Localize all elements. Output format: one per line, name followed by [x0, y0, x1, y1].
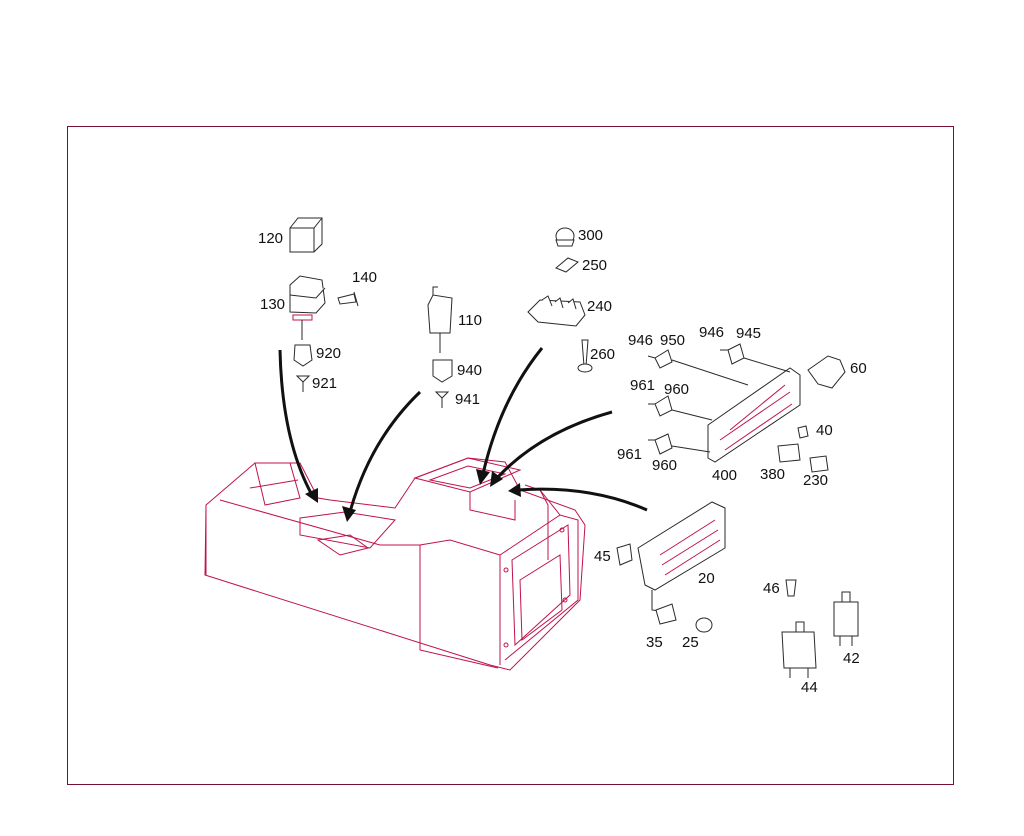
connector-960-lower-icon	[654, 433, 673, 455]
part-label-920: 920	[316, 345, 342, 362]
part-label-940: 940	[457, 362, 483, 379]
assembly-arrows	[278, 347, 648, 522]
relay-120-icon	[289, 217, 323, 253]
part-label-250: 250	[582, 257, 608, 274]
connector-920-icon	[293, 344, 313, 367]
part-label-921: 921	[312, 375, 338, 392]
connector-940-icon	[432, 359, 453, 383]
part-label-300: 300	[578, 227, 604, 244]
circuit-breaker-44-icon	[781, 621, 817, 678]
part-label-945: 945	[736, 325, 762, 342]
fuse-box-400-icon	[707, 367, 801, 463]
part-label-130: 130	[260, 296, 286, 313]
part-label-960-a: 960	[664, 381, 690, 398]
fuse-40-icon	[797, 425, 809, 439]
part-label-960-b: 960	[652, 457, 678, 474]
pin-941-icon	[434, 391, 450, 408]
fuse-230-icon	[809, 455, 829, 473]
part-label-140: 140	[352, 269, 378, 286]
part-label-42: 42	[843, 650, 860, 667]
connector-950-icon	[654, 349, 673, 369]
part-label-25: 25	[682, 634, 699, 651]
part-label-260: 260	[590, 346, 616, 363]
part-label-946-a: 946	[628, 332, 654, 349]
part-label-44: 44	[801, 679, 818, 696]
part-label-35: 35	[646, 634, 663, 651]
center-console-housing	[204, 457, 586, 671]
relay-socket-130-icon	[289, 275, 326, 340]
part-label-20: 20	[698, 570, 715, 587]
lead-lines	[647, 349, 791, 453]
pin-921-icon	[295, 375, 311, 392]
cap-300-icon	[555, 227, 575, 247]
part-label-120: 120	[258, 230, 284, 247]
part-label-961-a: 961	[630, 377, 656, 394]
screw-140-icon	[337, 291, 359, 307]
clamp-60-icon	[807, 355, 846, 389]
diagram-frame	[67, 126, 954, 785]
bracket-240-icon	[527, 295, 586, 327]
part-label-60: 60	[850, 360, 867, 377]
screw-260-icon	[577, 339, 593, 373]
fuse-box-20-icon	[637, 501, 726, 613]
part-label-961-b: 961	[617, 446, 643, 463]
fuse-380-icon	[777, 443, 801, 463]
connector-945-icon	[727, 343, 745, 365]
clip-250-icon	[555, 257, 579, 273]
part-label-230: 230	[803, 472, 829, 489]
part-label-400: 400	[712, 467, 738, 484]
part-label-40: 40	[816, 422, 833, 439]
pin-46-icon	[785, 579, 797, 597]
relay-110-icon	[427, 286, 453, 353]
part-label-240: 240	[587, 298, 613, 315]
screw-25-icon	[695, 617, 713, 633]
part-label-110: 110	[458, 312, 482, 329]
part-label-380: 380	[760, 466, 786, 483]
clip-35-icon	[655, 603, 677, 625]
part-label-950: 950	[660, 332, 686, 349]
part-label-946-b: 946	[699, 324, 725, 341]
part-label-46: 46	[763, 580, 780, 597]
circuit-breaker-42-icon	[833, 591, 859, 646]
connector-960-upper-icon	[654, 395, 673, 417]
part-label-45: 45	[594, 548, 611, 565]
part-label-941: 941	[455, 391, 481, 408]
cover-45-icon	[616, 543, 633, 566]
